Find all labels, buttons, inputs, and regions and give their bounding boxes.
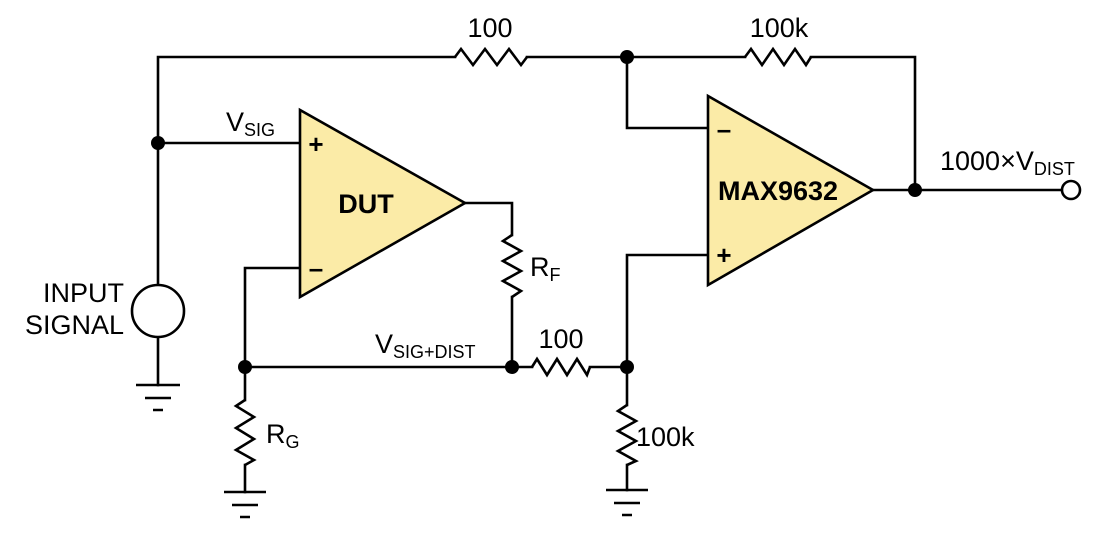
junction-dot (238, 360, 252, 374)
junction-dot (505, 360, 519, 374)
label-r-top-100: 100 (467, 13, 512, 43)
label-rg: RG (266, 419, 300, 452)
input-signal-source-icon (130, 283, 186, 339)
resistor-top-100 (453, 46, 529, 68)
max9632-opamp (706, 93, 876, 288)
junction-dot (908, 183, 922, 197)
resistor-rg (233, 398, 257, 467)
dut-minus-sign: – (309, 253, 323, 283)
junction-dots (151, 50, 922, 374)
label-output: 1000×VDIST (940, 146, 1075, 179)
label-rf-main: R (530, 252, 550, 282)
label-vsig-sub: SIG (244, 120, 275, 140)
junction-dot (620, 50, 634, 64)
dut-opamp (298, 107, 468, 300)
resistor-top-100k (743, 46, 813, 68)
label-vsig-dist-main: V (375, 329, 393, 359)
label-rf: RF (530, 252, 561, 285)
max-plus-sign: + (716, 240, 731, 270)
ground-symbol-rg (224, 490, 266, 519)
resistor-bottom-100k (615, 403, 639, 467)
label-rg-sub: G (286, 432, 300, 452)
wires (156, 55, 1064, 494)
label-max9632: MAX9632 (718, 176, 838, 206)
junction-dot (151, 136, 165, 150)
junction-dot (620, 360, 634, 374)
label-rf-sub: F (550, 265, 561, 285)
label-vsig-dist: VSIG+DIST (375, 329, 476, 362)
dut-plus-sign: + (308, 129, 323, 159)
label-input-line1: INPUT (43, 278, 124, 308)
ground-symbol-input (136, 383, 180, 412)
resistor-mid-100 (530, 356, 592, 378)
label-r-top-100k: 100k (750, 13, 809, 43)
max-minus-sign: – (717, 114, 731, 144)
label-vsig-dist-sub: SIG+DIST (393, 342, 476, 362)
ground-symbol-100k (606, 488, 648, 517)
label-r-mid-100: 100 (538, 324, 583, 354)
label-rg-main: R (266, 419, 286, 449)
label-output-main: 1000×V (940, 146, 1034, 176)
resistor-rf (500, 233, 524, 299)
label-output-sub: DIST (1034, 159, 1075, 179)
label-dut: DUT (338, 189, 394, 219)
label-vsig: VSIG (226, 107, 275, 140)
label-input-line2: SIGNAL (25, 310, 124, 340)
label-r-bottom-100k: 100k (636, 422, 695, 452)
label-vsig-main: V (226, 107, 244, 137)
output-terminal (1060, 179, 1082, 201)
